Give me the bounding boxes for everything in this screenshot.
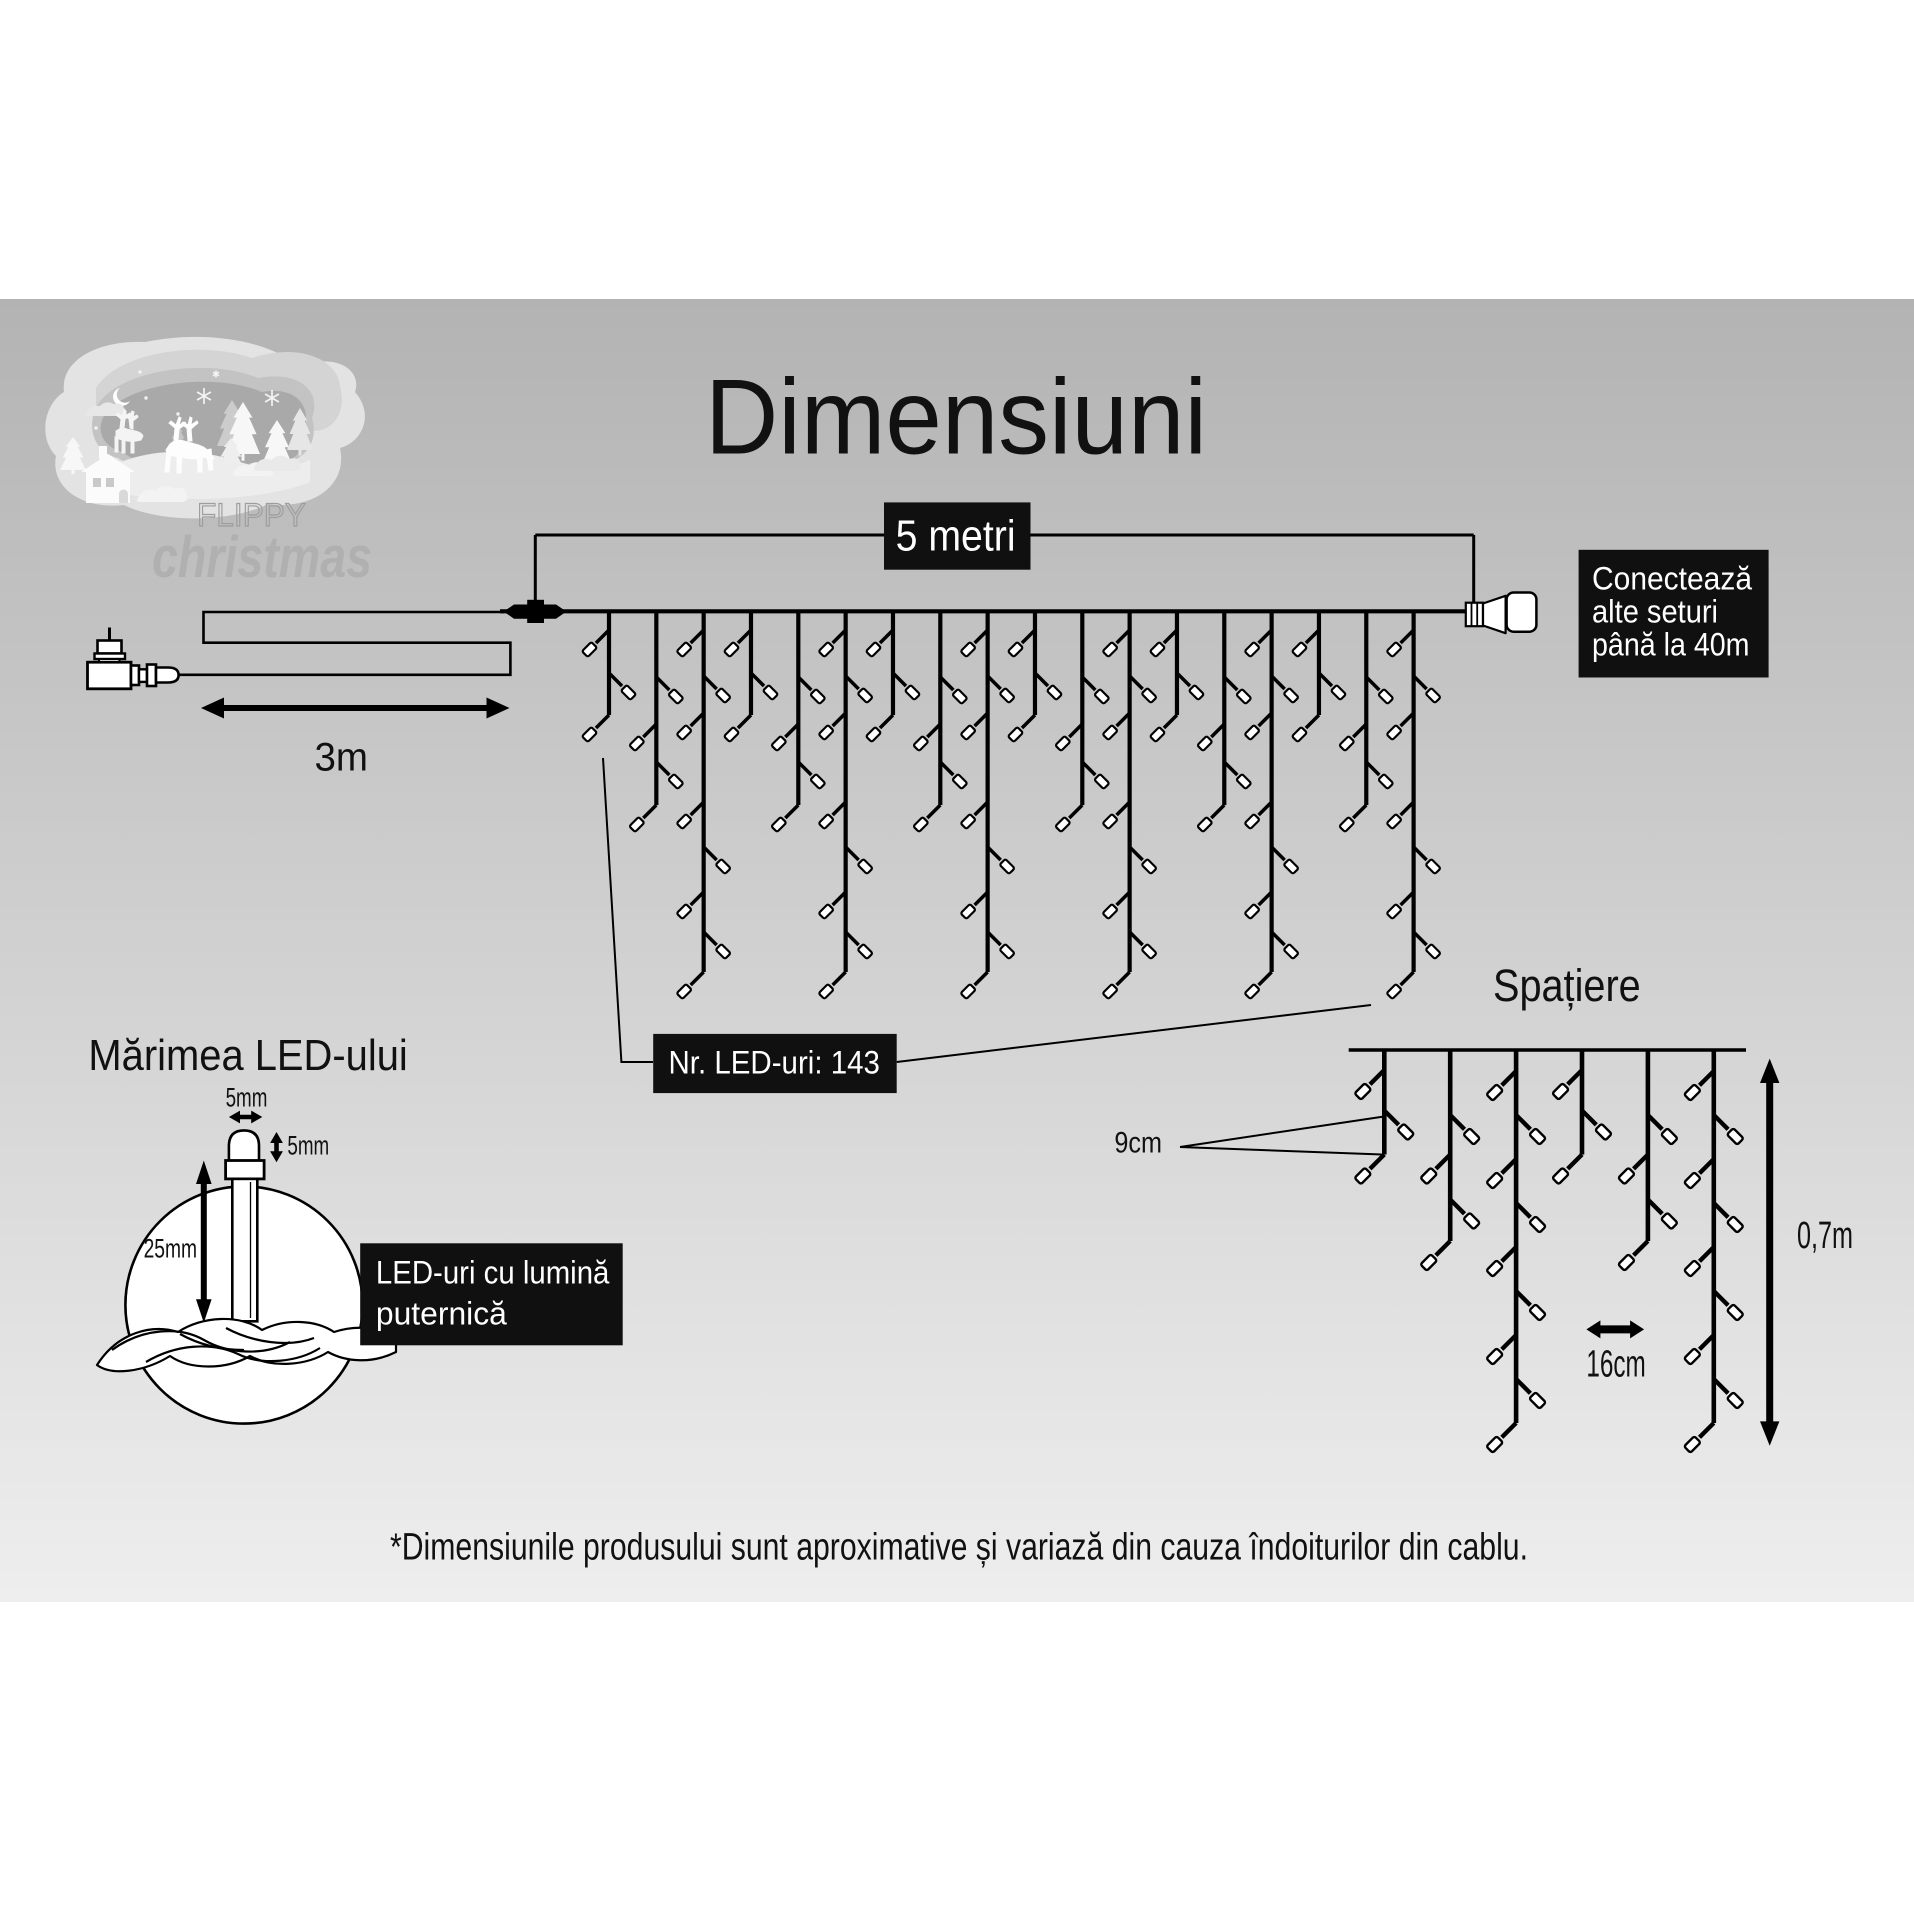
svg-text:3m: 3m (315, 736, 369, 780)
svg-text:Dimensiuni: Dimensiuni (705, 357, 1207, 477)
svg-text:Conectează: Conectează (1592, 561, 1753, 597)
svg-text:16cm: 16cm (1586, 1344, 1645, 1386)
svg-text:Spațiere: Spațiere (1493, 960, 1641, 1011)
svg-text:25mm: 25mm (144, 1234, 198, 1264)
svg-text:9cm: 9cm (1114, 1127, 1162, 1160)
svg-text:5mm: 5mm (287, 1131, 329, 1161)
svg-text:FLIPPY: FLIPPY (197, 497, 306, 533)
svg-text:0,7m: 0,7m (1797, 1215, 1853, 1257)
svg-text:christmas: christmas (152, 525, 372, 590)
svg-text:Mărimea LED-ului: Mărimea LED-ului (88, 1031, 407, 1080)
svg-text:LED-uri cu lumină: LED-uri cu lumină (376, 1254, 610, 1290)
svg-text:*Dimensiunile produsului sunt: *Dimensiunile produsului sunt aproximati… (390, 1526, 1528, 1568)
svg-text:Nr. LED-uri: 143: Nr. LED-uri: 143 (669, 1044, 880, 1080)
svg-text:5mm: 5mm (226, 1083, 268, 1113)
svg-text:până la 40m: până la 40m (1592, 627, 1750, 663)
svg-text:puternică: puternică (376, 1295, 507, 1331)
svg-text:alte seturi: alte seturi (1592, 594, 1718, 630)
svg-text:5 metri: 5 metri (896, 513, 1016, 561)
